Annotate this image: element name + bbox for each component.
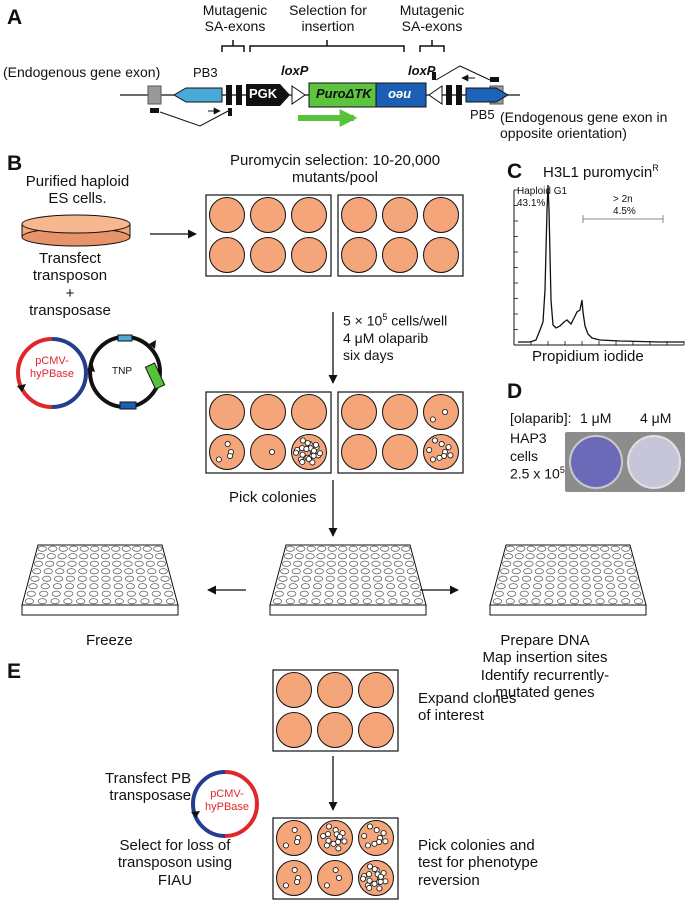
well — [423, 237, 459, 273]
plasmid-pcmv-e — [191, 770, 259, 838]
well — [341, 197, 377, 233]
plate-middle — [205, 391, 464, 474]
plasmid-tnp — [87, 334, 166, 410]
well — [291, 394, 327, 430]
haploid-cells-label: Purified haploid ES cells. — [25, 173, 130, 208]
facs-xlabel: Propidium iodide — [532, 348, 644, 365]
well — [382, 434, 418, 470]
pgk-promoter — [246, 84, 290, 106]
hap3-cells-label: HAP3 cells 2.5 x 105 — [510, 430, 565, 482]
transfect-pb-label: Transfect PB transposase — [105, 770, 192, 805]
plate96-dna — [489, 544, 647, 616]
well — [423, 197, 459, 233]
well — [382, 237, 418, 273]
well — [276, 860, 312, 896]
well — [209, 434, 245, 470]
well — [317, 672, 353, 708]
loxp-left-label: loxP — [281, 63, 309, 78]
fiau-selection-label: Select for loss of transposon using FIAU — [117, 837, 233, 889]
pb3-label: PB3 — [193, 65, 218, 80]
plasmid-tnp-label: TNP — [112, 366, 132, 377]
gt2n-gate-label: > 2n 4.5% — [613, 194, 636, 217]
well — [358, 712, 394, 748]
dish-photo-1uM — [565, 432, 685, 492]
endogenous-opposite-label: (Endogenous gene exon in opposite orient… — [500, 109, 668, 142]
panel-e-label: E — [7, 660, 22, 683]
well — [276, 672, 312, 708]
panel-c-label: C — [507, 160, 523, 183]
facs-histogram — [513, 184, 685, 346]
well — [250, 394, 286, 430]
panel-d-label: D — [507, 380, 523, 403]
histogram-trace — [518, 184, 684, 343]
expand-clones-label: Expand clones of interest — [418, 690, 517, 725]
well — [250, 237, 286, 273]
pb3-arrow — [173, 87, 223, 103]
plate96-center — [269, 544, 427, 616]
endogenous-exon-left — [147, 85, 162, 105]
dose-4uM: 4 μM — [640, 410, 672, 426]
well — [341, 394, 377, 430]
cells-per-well-label: 5 × 105 cells/well — [343, 312, 448, 329]
well — [250, 197, 286, 233]
well — [317, 860, 353, 896]
plasmid-pcmv-label: pCMV- hyPBase — [29, 355, 75, 380]
pb5-label: PB5 — [470, 107, 495, 122]
well — [209, 197, 245, 233]
well — [250, 434, 286, 470]
mutagenic-sa-left-label: Mutagenic SA-exons — [202, 2, 268, 35]
well — [291, 237, 327, 273]
facs-title: H3L1 puromycinR — [543, 163, 659, 181]
loxp-right-label: loxP — [408, 63, 436, 78]
freeze-label: Freeze — [86, 632, 133, 649]
endogenous-exon-label: (Endogenous gene exon) — [3, 64, 161, 80]
well — [382, 197, 418, 233]
plate96-freeze — [21, 544, 179, 616]
well — [276, 820, 312, 856]
mutagenic-sa-right-label: Mutagenic SA-exons — [399, 2, 465, 35]
plasmid-pcmv — [16, 337, 88, 409]
puro-selection-label: Puromycin selection: 10-20,000 mutants/p… — [229, 152, 441, 187]
prepare-dna-label: Prepare DNA Map insertion sites Identify… — [480, 632, 610, 701]
well — [209, 394, 245, 430]
well — [358, 672, 394, 708]
pgk-label: PGK — [249, 86, 278, 101]
neo-label: neo — [388, 87, 412, 103]
panel-b-label: B — [7, 152, 23, 175]
dose-1uM: 1 μM — [580, 410, 612, 426]
pick-test-label: Pick colonies and test for phenotype rev… — [418, 837, 539, 889]
haploid-gate-label: Haploid G1 43.1% — [517, 186, 568, 209]
transfect-label: Transfect transposon + transposase — [29, 250, 111, 319]
well — [209, 237, 245, 273]
olaparib-dose-label: [olaparib]: — [510, 410, 572, 426]
construct-diagram — [120, 40, 520, 127]
plasmid-e-label: pCMV- hyPBase — [204, 788, 250, 813]
neo-cassette — [375, 82, 427, 108]
well — [317, 712, 353, 748]
olaparib-label: 4 μM olaparib — [343, 330, 429, 346]
selection-label: Selection for insertion — [289, 2, 367, 35]
well — [291, 197, 327, 233]
pick-colonies-label: Pick colonies — [229, 489, 317, 506]
well — [382, 394, 418, 430]
culture-dish — [21, 214, 131, 247]
puro-label: PuroΔTK — [316, 86, 372, 101]
pb5-arrow — [465, 87, 509, 103]
panel-a-label: A — [7, 6, 23, 29]
days-label: six days — [343, 347, 394, 363]
plate-top — [205, 194, 464, 277]
well — [341, 237, 377, 273]
well — [341, 434, 377, 470]
well — [276, 712, 312, 748]
well — [423, 394, 459, 430]
